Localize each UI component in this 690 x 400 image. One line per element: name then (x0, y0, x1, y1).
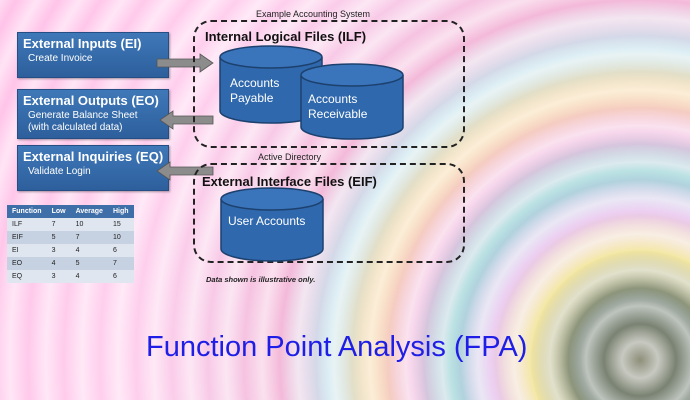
illustrative-note: Data shown is illustrative only. (206, 275, 316, 284)
user-accounts-label: User Accounts (228, 214, 306, 228)
table-cell: 15 (107, 218, 134, 231)
external-inquiries-subtitle: Validate Login (28, 166, 91, 177)
accounts-payable-line2: Payable (230, 91, 274, 105)
table-cell: 4 (70, 270, 108, 283)
active-directory-label: Active Directory (258, 152, 322, 162)
table-row: EIF 5 7 10 (7, 231, 134, 244)
table-cell: EQ (7, 270, 47, 283)
table-cell: ILF (7, 218, 47, 231)
header-low: Low (46, 205, 71, 218)
fpa-weights-table: Function Low Average High ILF 7 10 15 EI… (7, 205, 134, 283)
table-cell: 7 (70, 231, 108, 244)
accounting-system-group (193, 20, 465, 148)
accounts-receivable-line2: Receivable (308, 107, 368, 121)
table-header-row: Function Low Average High (7, 205, 134, 218)
table-row: EI 3 4 6 (7, 244, 134, 257)
header-average: Average (70, 205, 108, 218)
external-outputs-line1: Generate Balance Sheet (28, 110, 138, 121)
table-row: EQ 3 4 6 (7, 270, 134, 283)
ilf-title: Internal Logical Files (ILF) (205, 29, 367, 44)
ei-arrow-right (156, 53, 214, 73)
table-cell: 4 (46, 257, 71, 270)
table-cell: 10 (107, 231, 134, 244)
eif-title: External Interface Files (EIF) (202, 174, 377, 189)
table-cell: 3 (46, 270, 71, 283)
external-outputs-title: External Outputs (EO) (23, 93, 159, 108)
eo-arrow-left (159, 110, 214, 130)
table-row: EO 4 5 7 (7, 257, 134, 270)
table-row: ILF 7 10 15 (7, 218, 134, 231)
external-inputs-title: External Inputs (EI) (23, 36, 142, 51)
table-cell: 3 (46, 244, 71, 257)
table-cell: 6 (107, 244, 134, 257)
table-cell: 6 (107, 270, 134, 283)
external-outputs-box: External Outputs (EO) Generate Balance S… (17, 89, 169, 139)
table-cell: 7 (46, 218, 71, 231)
header-high: High (107, 205, 134, 218)
table-cell: EI (7, 244, 47, 257)
accounts-receivable-label: Accounts Receivable (302, 92, 398, 122)
accounts-receivable-cylinder (300, 63, 404, 140)
accounting-system-label: Example Accounting System (256, 9, 371, 19)
table-cell: 10 (70, 218, 108, 231)
table-cell: 7 (107, 257, 134, 270)
accounts-payable-label: Accounts Payable (224, 76, 314, 106)
user-accounts-cylinder (220, 187, 324, 262)
table-cell: EIF (7, 231, 47, 244)
accounts-payable-line1: Accounts (230, 76, 280, 90)
table-cell: EO (7, 257, 47, 270)
table-cell: 4 (70, 244, 108, 257)
user-accounts-label-wrap: User Accounts (222, 214, 322, 229)
accounts-receivable-line1: Accounts (308, 92, 358, 106)
external-inquiries-box: External Inquiries (EQ) Validate Login (17, 145, 169, 191)
external-outputs-line2: (with calculated data) (28, 122, 123, 133)
header-function: Function (7, 205, 47, 218)
page-title: Function Point Analysis (FPA) (146, 331, 528, 363)
external-inputs-box: External Inputs (EI) Create Invoice (17, 32, 169, 78)
table-cell: 5 (70, 257, 108, 270)
external-inputs-subtitle: Create Invoice (28, 53, 93, 64)
table-cell: 5 (46, 231, 71, 244)
external-inquiries-title: External Inquiries (EQ) (23, 149, 164, 164)
active-directory-group (193, 163, 465, 263)
